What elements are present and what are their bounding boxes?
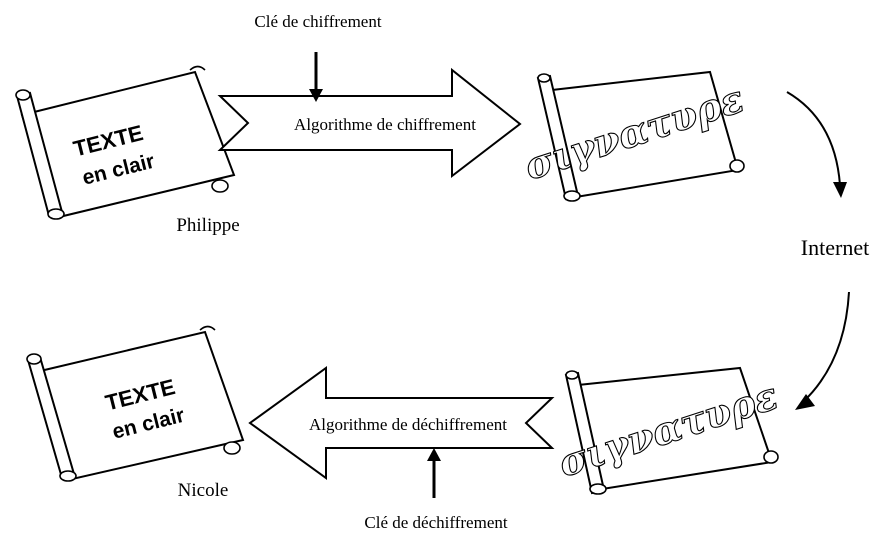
receiver-name: Nicole [178, 480, 229, 501]
decryption-arrow: Algorithme de déchiffrement [248, 366, 555, 480]
ciphertext-scroll-top: σιγνατυρε [518, 70, 749, 202]
key-down-arrow [309, 52, 323, 102]
sender-name: Philippe [176, 215, 239, 236]
encryption-key-label: Clé de chiffrement [254, 12, 381, 31]
curved-arrow-down-1 [786, 91, 847, 198]
encryption-algorithm-label: Algorithme de chiffrement [294, 115, 476, 134]
key-up-arrow [427, 448, 441, 498]
encryption-arrow: Algorithme de chiffrement [217, 67, 522, 179]
plaintext-scroll-top: TEXTE en clair [15, 65, 236, 220]
decryption-key-label: Clé de déchiffrement [364, 513, 507, 532]
ciphertext-scroll-bottom: σιγνατυρε [552, 366, 783, 495]
curved-arrow-down-2 [795, 291, 850, 410]
internet-label: Internet [801, 235, 869, 260]
decryption-algorithm-label: Algorithme de déchiffrement [309, 415, 507, 434]
plaintext-scroll-bottom: TEXTE en clair [26, 325, 245, 482]
